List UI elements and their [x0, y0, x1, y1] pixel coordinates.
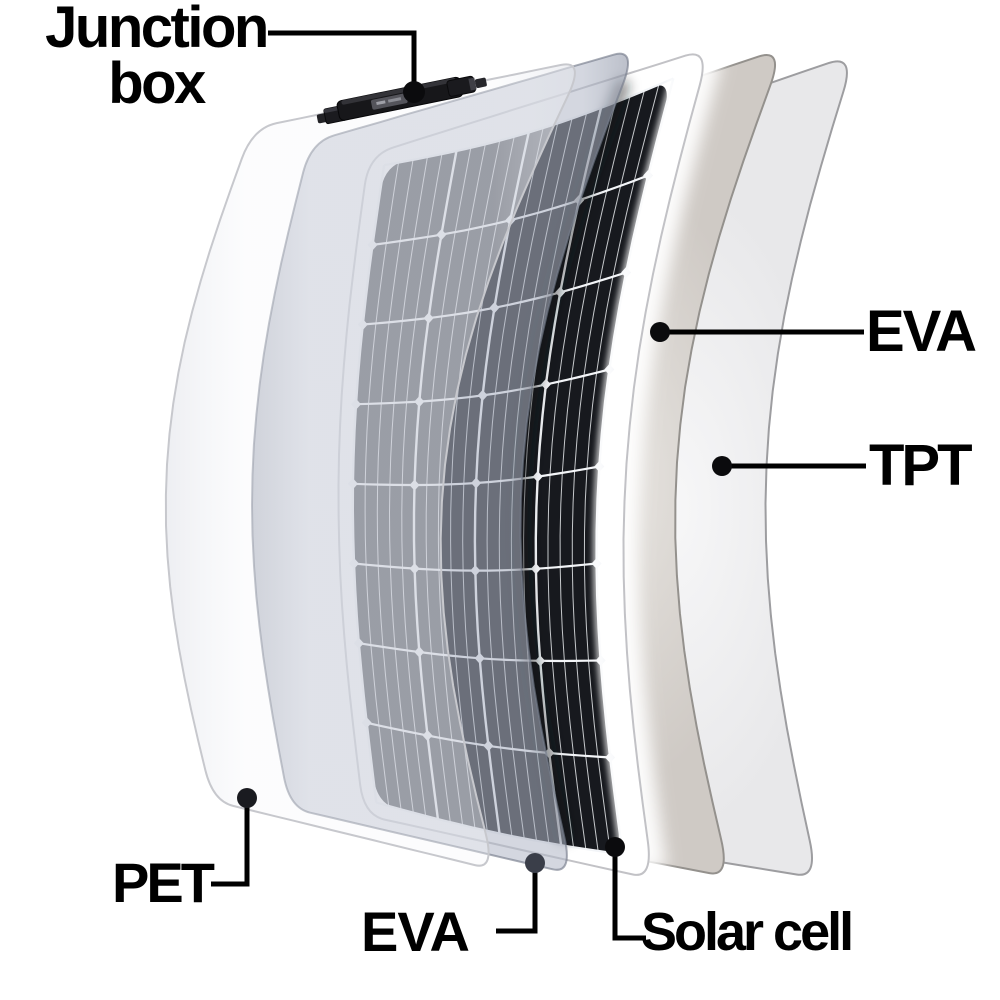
label-solar-cell: Solar cell — [641, 902, 854, 962]
eva-top-leader-dot — [650, 322, 670, 342]
junction-box-plate-glyph — [376, 100, 386, 106]
junction-box-top-ridge — [341, 77, 456, 105]
layer-pet-sheet — [164, 63, 576, 867]
junction-box-leader-dot — [403, 81, 425, 103]
junction-box-right-ring — [468, 77, 477, 91]
label-tpt: TPT — [869, 433, 973, 498]
panel-layers — [164, 52, 848, 876]
leader-lines — [211, 30, 866, 941]
cell-grid-diamond — [532, 471, 543, 483]
junction-box — [316, 75, 487, 125]
junction-box-right-nub — [474, 77, 487, 88]
tpt-leader-dot — [712, 456, 732, 476]
label-junction-box: Junction box — [45, 0, 269, 117]
label-eva-bottom: EVA — [361, 900, 470, 963]
eva-bottom-leader-line — [496, 872, 538, 934]
cell-right-glow — [592, 77, 678, 856]
solar-cell-leader-line — [612, 856, 646, 941]
label-eva-top: EVA — [866, 299, 977, 364]
pet-leader-line — [211, 806, 250, 887]
cell-grid-diamond — [540, 378, 551, 390]
cell-grid-diamond — [530, 563, 541, 575]
cell-grid-diamond — [535, 655, 546, 667]
pet-leader-dot — [237, 788, 257, 808]
solar-cell-leader-dot — [605, 837, 625, 857]
junction-box-plate-glyph — [387, 97, 402, 103]
eva-bottom-leader-dot — [525, 853, 545, 873]
junction-box-leader-line — [268, 30, 417, 84]
label-pet: PET — [112, 851, 215, 914]
